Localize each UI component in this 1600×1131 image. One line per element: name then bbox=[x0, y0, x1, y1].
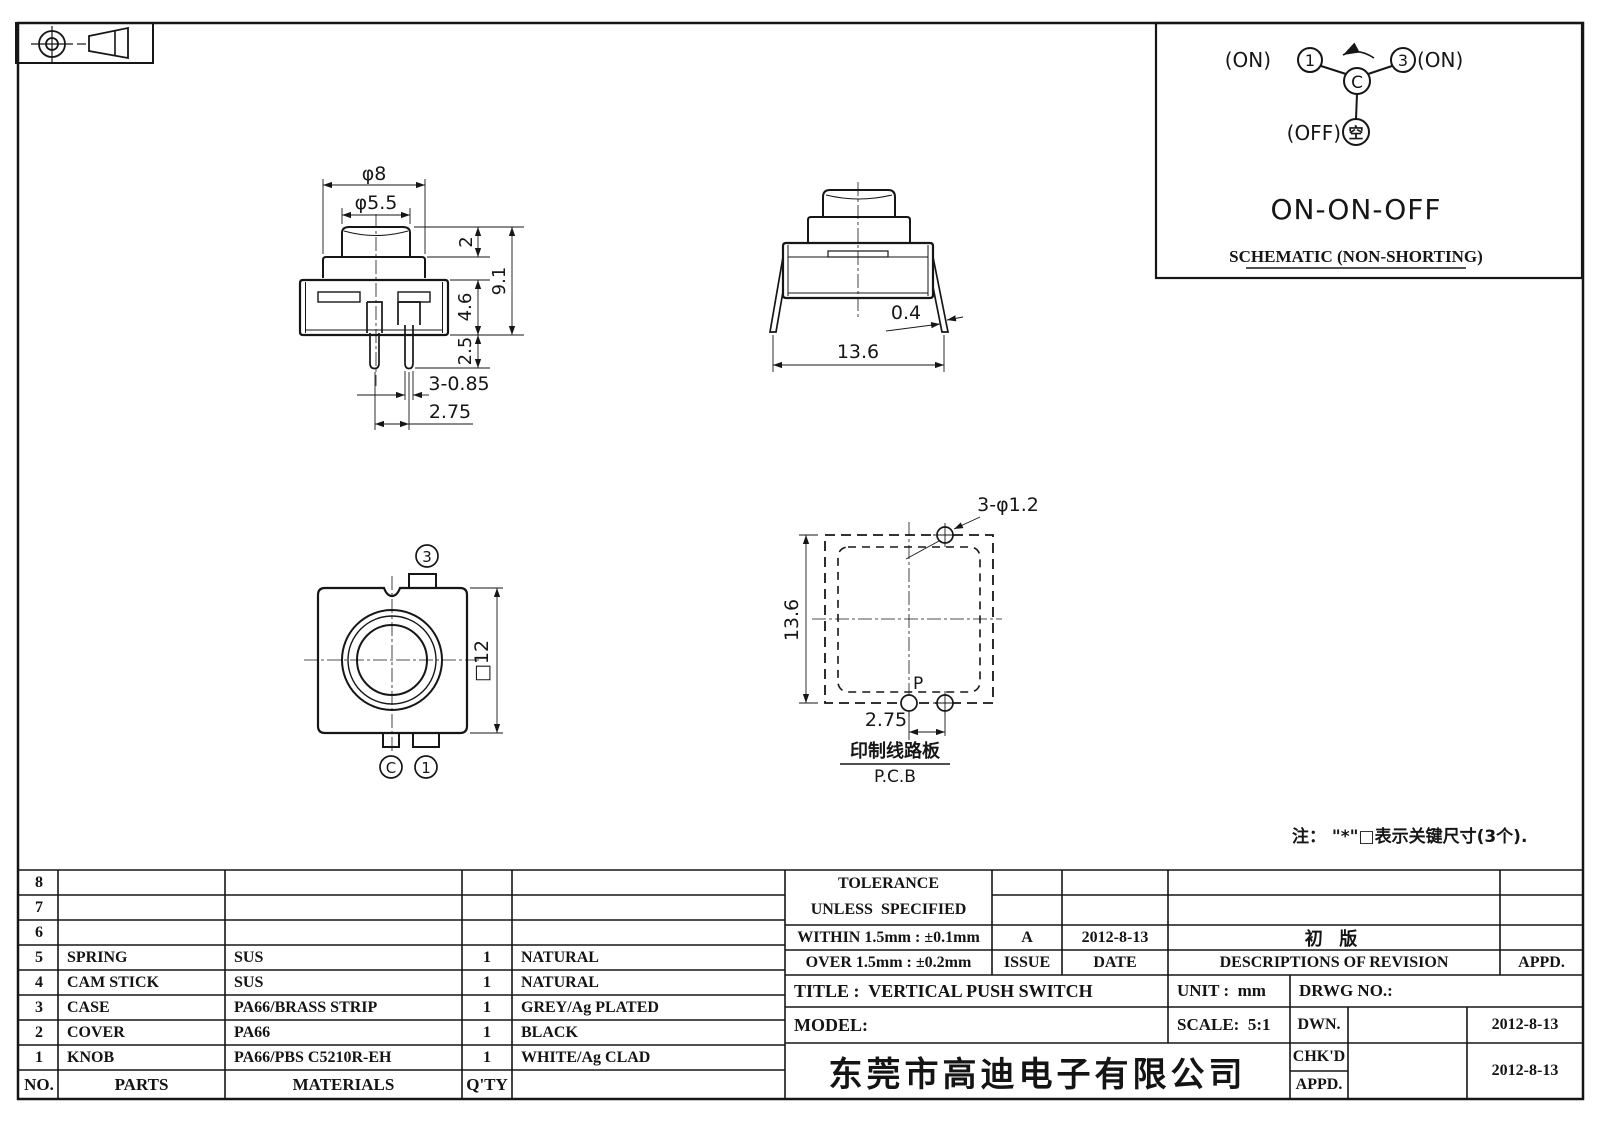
part-color: WHITE/Ag CLAD bbox=[521, 1048, 651, 1066]
rotation-arrow-icon bbox=[1342, 42, 1375, 59]
issue-header: ISSUE bbox=[1003, 953, 1051, 971]
appd-label: APPD. bbox=[1295, 1076, 1343, 1093]
part-qty: 1 bbox=[483, 948, 491, 966]
dim-pcb-height: 13.6 bbox=[781, 599, 803, 641]
dim-side-leg: 0.4 bbox=[891, 302, 921, 324]
sheet-border bbox=[16, 21, 1585, 1101]
model-field: MODEL: bbox=[794, 1014, 868, 1035]
dim-front-pin-width: 3-0.85 bbox=[428, 373, 489, 395]
part-row-no: 8 bbox=[35, 873, 43, 891]
top-pinc-label: C bbox=[386, 759, 396, 777]
title-field: TITLE : VERTICAL PUSH SWITCH bbox=[794, 980, 1093, 1001]
revision-description-value: 初 版 bbox=[1304, 928, 1364, 949]
schematic-off: (OFF) bbox=[1287, 121, 1341, 145]
pcb-label-en: P.C.B bbox=[874, 767, 916, 787]
header-qty: Q'TY bbox=[466, 1074, 508, 1094]
part-qty: 1 bbox=[483, 1048, 491, 1066]
schematic-empty: 空 bbox=[1348, 124, 1363, 142]
part-row-no: 3 bbox=[35, 998, 43, 1016]
part-row-no: 6 bbox=[35, 923, 43, 941]
part-material: SUS bbox=[234, 973, 264, 991]
part-material: SUS bbox=[234, 948, 264, 966]
part-name: SPRING bbox=[67, 948, 128, 966]
schematic-on-right: (ON) bbox=[1417, 48, 1463, 72]
appd-header: APPD. bbox=[1518, 953, 1565, 971]
part-row-no: 2 bbox=[35, 1023, 43, 1041]
part-name: CASE bbox=[67, 998, 110, 1016]
dwn-label: DWN. bbox=[1297, 1016, 1341, 1033]
part-name: KNOB bbox=[67, 1048, 115, 1066]
part-material: PA66/PBS C5210R-EH bbox=[234, 1048, 392, 1066]
header-materials: MATERIALS bbox=[292, 1074, 395, 1094]
part-color: NATURAL bbox=[521, 973, 599, 991]
projection-symbol-icon bbox=[15, 22, 154, 64]
revision-date-value: 2012-8-13 bbox=[1081, 928, 1149, 946]
part-qty: 1 bbox=[483, 998, 491, 1016]
schematic-pin3: 3 bbox=[1398, 51, 1408, 70]
dim-front-pin-pitch: 2.75 bbox=[429, 401, 471, 423]
tolerance-over: OVER 1.5mm : ±0.2mm bbox=[805, 953, 972, 971]
descriptions-header: DESCRIPTIONS OF REVISION bbox=[1219, 953, 1449, 971]
schematic-box: (ON) 1 3 (ON) C (OFF) 空 ON-ON-OFF SCHEMA… bbox=[1154, 21, 1584, 280]
unit-field: UNIT : mm bbox=[1177, 981, 1266, 1000]
part-row-no: 5 bbox=[35, 948, 43, 966]
pcb-label-cn: 印制线路板 bbox=[850, 740, 941, 762]
schematic-symbol bbox=[1297, 42, 1416, 146]
dim-front-h-body: 4.6 bbox=[455, 293, 476, 322]
drwg-no-field: DRWG NO.: bbox=[1299, 981, 1393, 1000]
part-color: GREY/Ag PLATED bbox=[521, 998, 659, 1016]
revision-issue-value: A bbox=[1021, 928, 1033, 946]
chkd-label: CHK'D bbox=[1292, 1048, 1346, 1065]
schematic-caption: SCHEMATIC (NON-SHORTING) bbox=[1229, 247, 1483, 266]
dim-pcb-pitch: 2.75 bbox=[865, 709, 907, 731]
header-parts: PARTS bbox=[114, 1074, 169, 1094]
part-name: COVER bbox=[67, 1023, 125, 1041]
part-row-no: 4 bbox=[35, 973, 43, 991]
dim-front-h-pin: 2.5 bbox=[455, 337, 476, 366]
part-material: PA66/BRASS STRIP bbox=[234, 998, 378, 1016]
key-dimension-note: 注： "*"□表示关键尺寸(3个). bbox=[1292, 826, 1527, 847]
pcb-view: 3-φ1.2 13.6 P 2.75 印制线路板 P.C.B bbox=[781, 494, 1039, 787]
dim-front-dia-knob: φ5.5 bbox=[355, 192, 398, 214]
part-name: CAM STICK bbox=[67, 973, 160, 991]
dim-front-h-total: 9.1 bbox=[489, 267, 510, 296]
dim-top-size: □12 bbox=[471, 640, 493, 682]
header-no: NO. bbox=[24, 1074, 54, 1094]
part-row-no: 7 bbox=[35, 898, 43, 916]
date-header: DATE bbox=[1093, 953, 1137, 971]
part-color: BLACK bbox=[521, 1023, 578, 1041]
front-view: φ8 φ5.5 2 4.6 2.5 9.1 3-0.85 2.75 bbox=[298, 163, 524, 430]
top-pin1-label: 1 bbox=[421, 759, 431, 777]
schematic-pin1: 1 bbox=[1305, 51, 1315, 70]
part-row-no: 1 bbox=[35, 1048, 43, 1066]
tolerance-line1: TOLERANCE bbox=[837, 875, 940, 892]
side-view: 0.4 13.6 bbox=[768, 182, 964, 372]
schematic-on-left: (ON) bbox=[1225, 48, 1271, 72]
schematic-mode: ON-ON-OFF bbox=[1271, 193, 1442, 226]
scale-field: SCALE: 5:1 bbox=[1177, 1015, 1271, 1034]
chkd-date: 2012-8-13 bbox=[1491, 1062, 1559, 1079]
top-pin3-label: 3 bbox=[422, 548, 432, 566]
pcb-p-mark: P bbox=[913, 674, 923, 694]
tolerance-line2: UNLESS SPECIFIED bbox=[810, 900, 967, 918]
dim-side-width: 13.6 bbox=[837, 341, 879, 363]
company-name: 东莞市高迪电子有限公司 bbox=[828, 1056, 1247, 1094]
part-material: PA66 bbox=[234, 1023, 271, 1041]
top-view: 3 C 1 □12 bbox=[304, 544, 503, 779]
title-block-grid bbox=[18, 869, 1583, 1099]
dim-front-h-knob: 2 bbox=[456, 236, 477, 247]
dim-front-dia-outer: φ8 bbox=[362, 163, 387, 185]
part-qty: 1 bbox=[483, 973, 491, 991]
dwn-date: 2012-8-13 bbox=[1491, 1016, 1559, 1033]
tolerance-within: WITHIN 1.5mm : ±0.1mm bbox=[797, 928, 980, 946]
schematic-common: C bbox=[1351, 73, 1363, 93]
part-qty: 1 bbox=[483, 1023, 491, 1041]
part-color: NATURAL bbox=[521, 948, 599, 966]
dim-pcb-holes: 3-φ1.2 bbox=[977, 494, 1039, 516]
